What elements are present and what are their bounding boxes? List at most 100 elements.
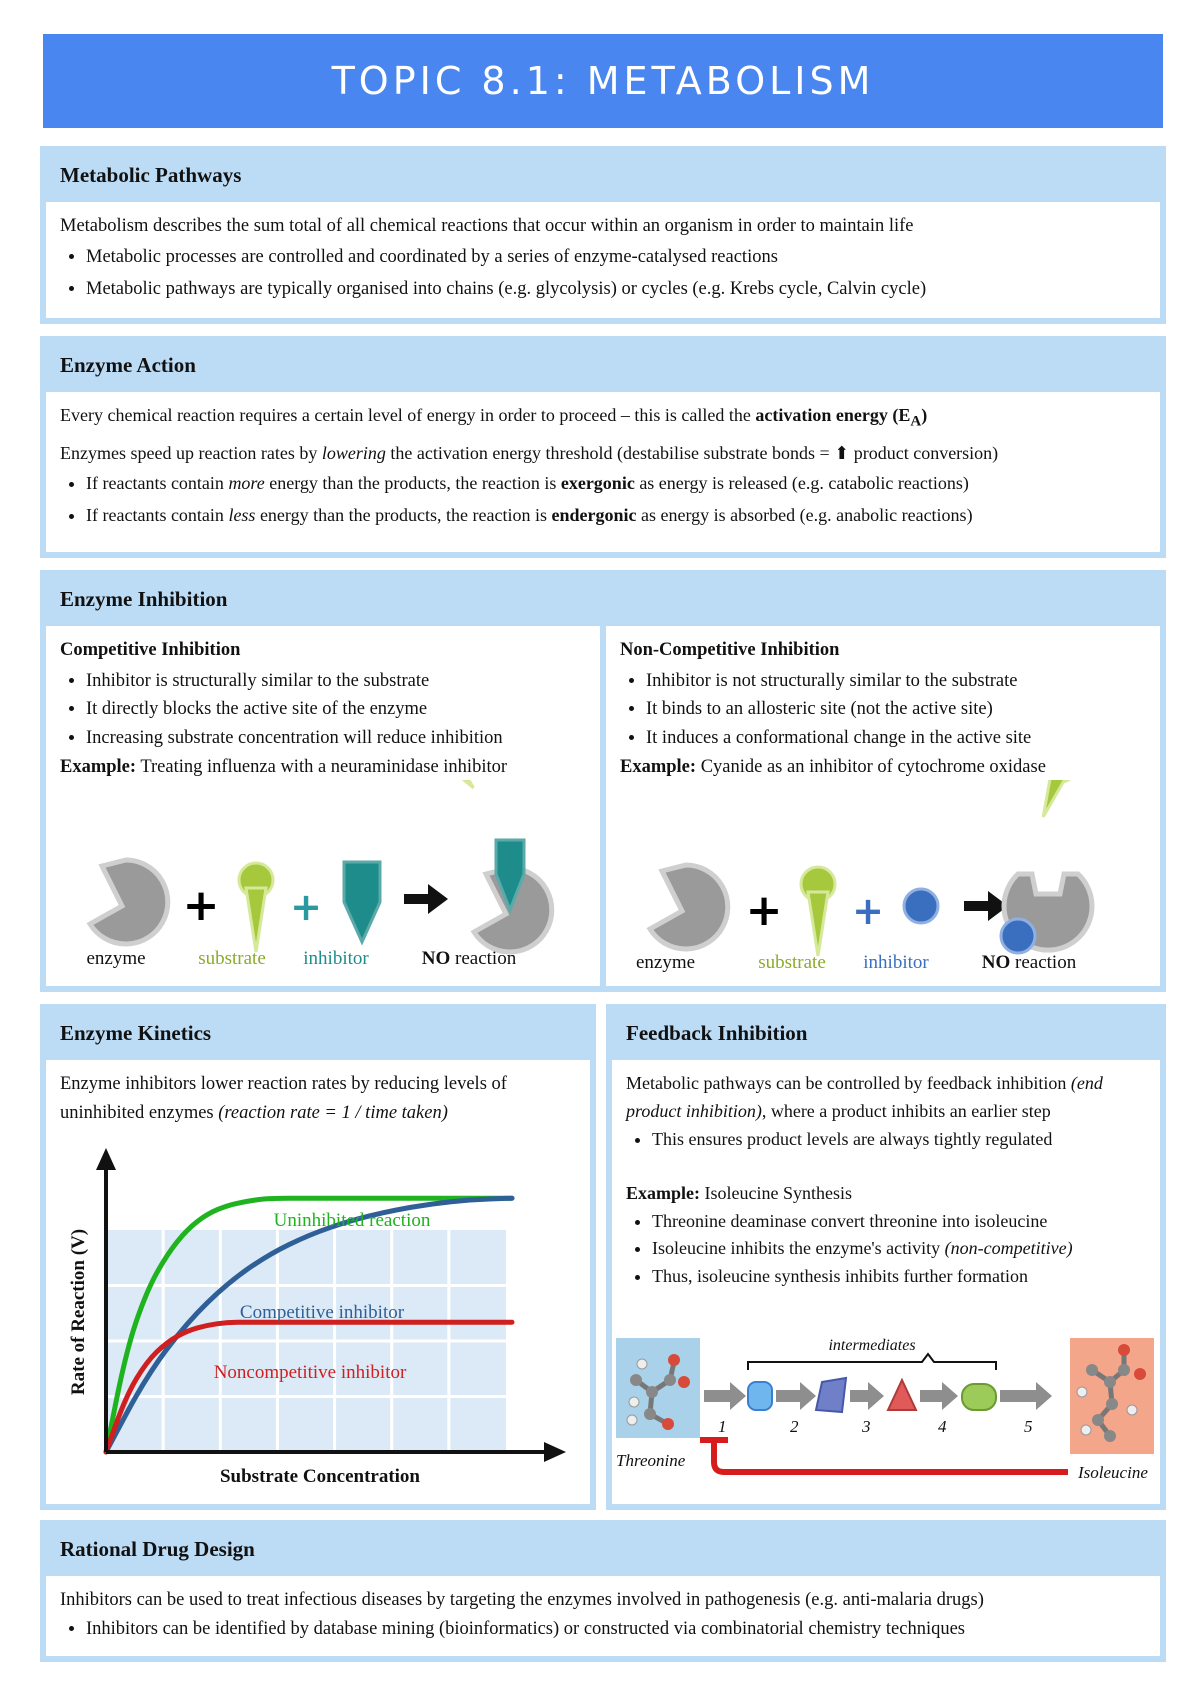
example-label: Example: (60, 756, 137, 777)
list-item: It induces a conformational change in th… (646, 724, 1146, 753)
list-item: Threonine deaminase convert threonine in… (652, 1208, 1146, 1236)
text: ) (921, 405, 928, 425)
example-line: Example: Isoleucine Synthesis (626, 1180, 1146, 1208)
no-word: NO (982, 952, 1011, 973)
isoleucine-label: Isoleucine (1077, 1463, 1148, 1482)
section-body: Inhibitors can be used to treat infectio… (46, 1576, 1160, 1656)
list-item: Metabolic processes are controlled and c… (86, 243, 1146, 272)
no-reaction-label: NO reaction (982, 952, 1077, 973)
emphasis: (reaction rate = 1 / time taken) (218, 1102, 448, 1123)
bullet-list: Inhibitor is not structurally similar to… (620, 667, 1146, 753)
step-number: 1 (718, 1417, 727, 1436)
section-heading: Enzyme Kinetics (60, 1020, 212, 1045)
section-heading: Feedback Inhibition (626, 1020, 808, 1045)
page-title-bar: TOPIC 8.1: METABOLISM (43, 34, 1163, 128)
substrate-icon (799, 865, 837, 957)
x-axis-label: Substrate Concentration (220, 1466, 420, 1487)
section-enzyme-action: Enzyme Action Every chemical reaction re… (40, 336, 1166, 558)
paragraph: Enzymes speed up reaction rates by lower… (60, 440, 1146, 468)
section-body: Metabolism describes the sum total of al… (46, 202, 1160, 318)
section-body: Every chemical reaction requires a certa… (46, 392, 1160, 552)
list-item: Metabolic pathways are typically organis… (86, 275, 1146, 304)
y-axis-label: Rate of Reaction (V) (68, 1229, 89, 1395)
inhibitor-icon (902, 887, 940, 925)
text: energy than the products, the reaction i… (255, 504, 552, 525)
text: the activation energy threshold (destabi… (385, 442, 999, 463)
step-number: 2 (790, 1417, 799, 1436)
substrate-icon (237, 861, 275, 953)
enzyme-icon (646, 862, 731, 952)
threonine-label: Threonine (616, 1451, 686, 1470)
paragraph: Inhibitors can be used to treat infectio… (60, 1590, 984, 1610)
pathway-arrows (704, 1382, 1052, 1410)
text: Isoleucine Synthesis (700, 1182, 852, 1203)
substrate-label: substrate (198, 948, 266, 969)
section-heading: Enzyme Inhibition (60, 586, 228, 611)
list-item: This ensures product levels are always t… (652, 1126, 1146, 1154)
activation-energy-term: activation energy (EA) (755, 405, 928, 430)
list-item: Inhibitor is not structurally similar to… (646, 667, 1146, 696)
text: Isoleucine inhibits the enzyme's activit… (652, 1238, 945, 1259)
series-line-1 (103, 1195, 515, 1455)
emphasis: (non-competitive) (944, 1238, 1073, 1259)
arrow-icon (404, 884, 448, 914)
section-heading: Rational Drug Design (60, 1536, 255, 1561)
text: Treating influenza with a neuraminidase … (136, 756, 508, 777)
text: as energy is released (e.g. catabolic re… (634, 472, 969, 493)
paragraph: Metabolic pathways can be controlled by … (626, 1070, 1146, 1126)
section-metabolic-pathways: Metabolic Pathways Metabolism describes … (40, 146, 1166, 324)
text: as energy is absorbed (e.g. anabolic rea… (636, 504, 973, 525)
text: Metabolic pathways can be controlled by … (626, 1073, 1071, 1093)
example-label: Example: (620, 756, 697, 777)
list-item: It binds to an allosteric site (not the … (646, 695, 1146, 724)
section-heading: Enzyme Action (60, 352, 196, 377)
series-label-1: Uninhibited reaction (274, 1210, 431, 1231)
plus-icon: + (183, 880, 220, 931)
example-line: Example: Cyanide as an inhibitor of cyto… (620, 753, 1146, 782)
list-item: Increasing substrate concentration will … (86, 724, 586, 753)
plus-icon: + (746, 885, 783, 936)
threonine-molecule-icon (626, 1354, 690, 1430)
intermediate-1-icon (747, 1381, 773, 1411)
inhibitor-label: inhibitor (863, 952, 929, 973)
list-item: Isoleucine inhibits the enzyme's activit… (652, 1235, 1146, 1263)
feedback-inhibition-arrow (711, 1442, 1068, 1475)
bullet-list: Inhibitors can be identified by database… (60, 1615, 1146, 1644)
isoleucine-molecule-icon (1076, 1344, 1146, 1442)
list-item: Inhibitors can be identified by database… (86, 1615, 1146, 1644)
inhibitor-icon (342, 860, 382, 946)
arrow-icon (964, 891, 1008, 921)
text: , where a product inhibits an earlier st… (761, 1100, 1051, 1121)
reaction-word: reaction (1010, 952, 1076, 973)
list-item: Inhibitor is structurally similar to the… (86, 667, 586, 696)
emphasis: lowering (321, 442, 386, 463)
subsection-title: Non-Competitive Inhibition (620, 640, 840, 660)
paragraph: Enzyme inhibitors lower reaction rates b… (60, 1070, 576, 1127)
enzyme-icon (86, 857, 171, 947)
chart-lines (103, 1195, 515, 1455)
intermediate-4-icon (961, 1383, 997, 1411)
bullet-list: Metabolic processes are controlled and c… (60, 243, 1146, 304)
example-line: Example: Treating influenza with a neura… (60, 753, 586, 782)
text: If reactants contain (86, 472, 229, 493)
series-line-2 (103, 1195, 515, 1455)
emphasis: less (228, 504, 256, 525)
paragraph: Every chemical reaction requires a certa… (60, 402, 1146, 434)
bullet-list: Threonine deaminase convert threonine in… (626, 1208, 1146, 1292)
subsection-title: Competitive Inhibition (60, 640, 241, 660)
series-line-3 (103, 1319, 515, 1455)
bullet-list: Inhibitor is structurally similar to the… (60, 667, 586, 753)
section-heading: Metabolic Pathways (60, 162, 242, 187)
plus-icon: + (852, 889, 884, 933)
list-item: If reactants contain more energy than th… (86, 470, 1146, 498)
enzyme-label: enzyme (636, 952, 695, 973)
emphasis: (end product inhibition) (626, 1073, 1103, 1121)
noncompetitive-inhibition-diagram: + + enzyme substrate inhibitor NO reacti… (636, 780, 1095, 973)
axes (96, 1148, 566, 1462)
inhibited-enzyme-icon (470, 838, 555, 955)
series-label-2: Competitive inhibitor (240, 1302, 405, 1323)
step-number: 3 (861, 1417, 871, 1436)
bullet-list: If reactants contain more energy than th… (60, 470, 1146, 530)
